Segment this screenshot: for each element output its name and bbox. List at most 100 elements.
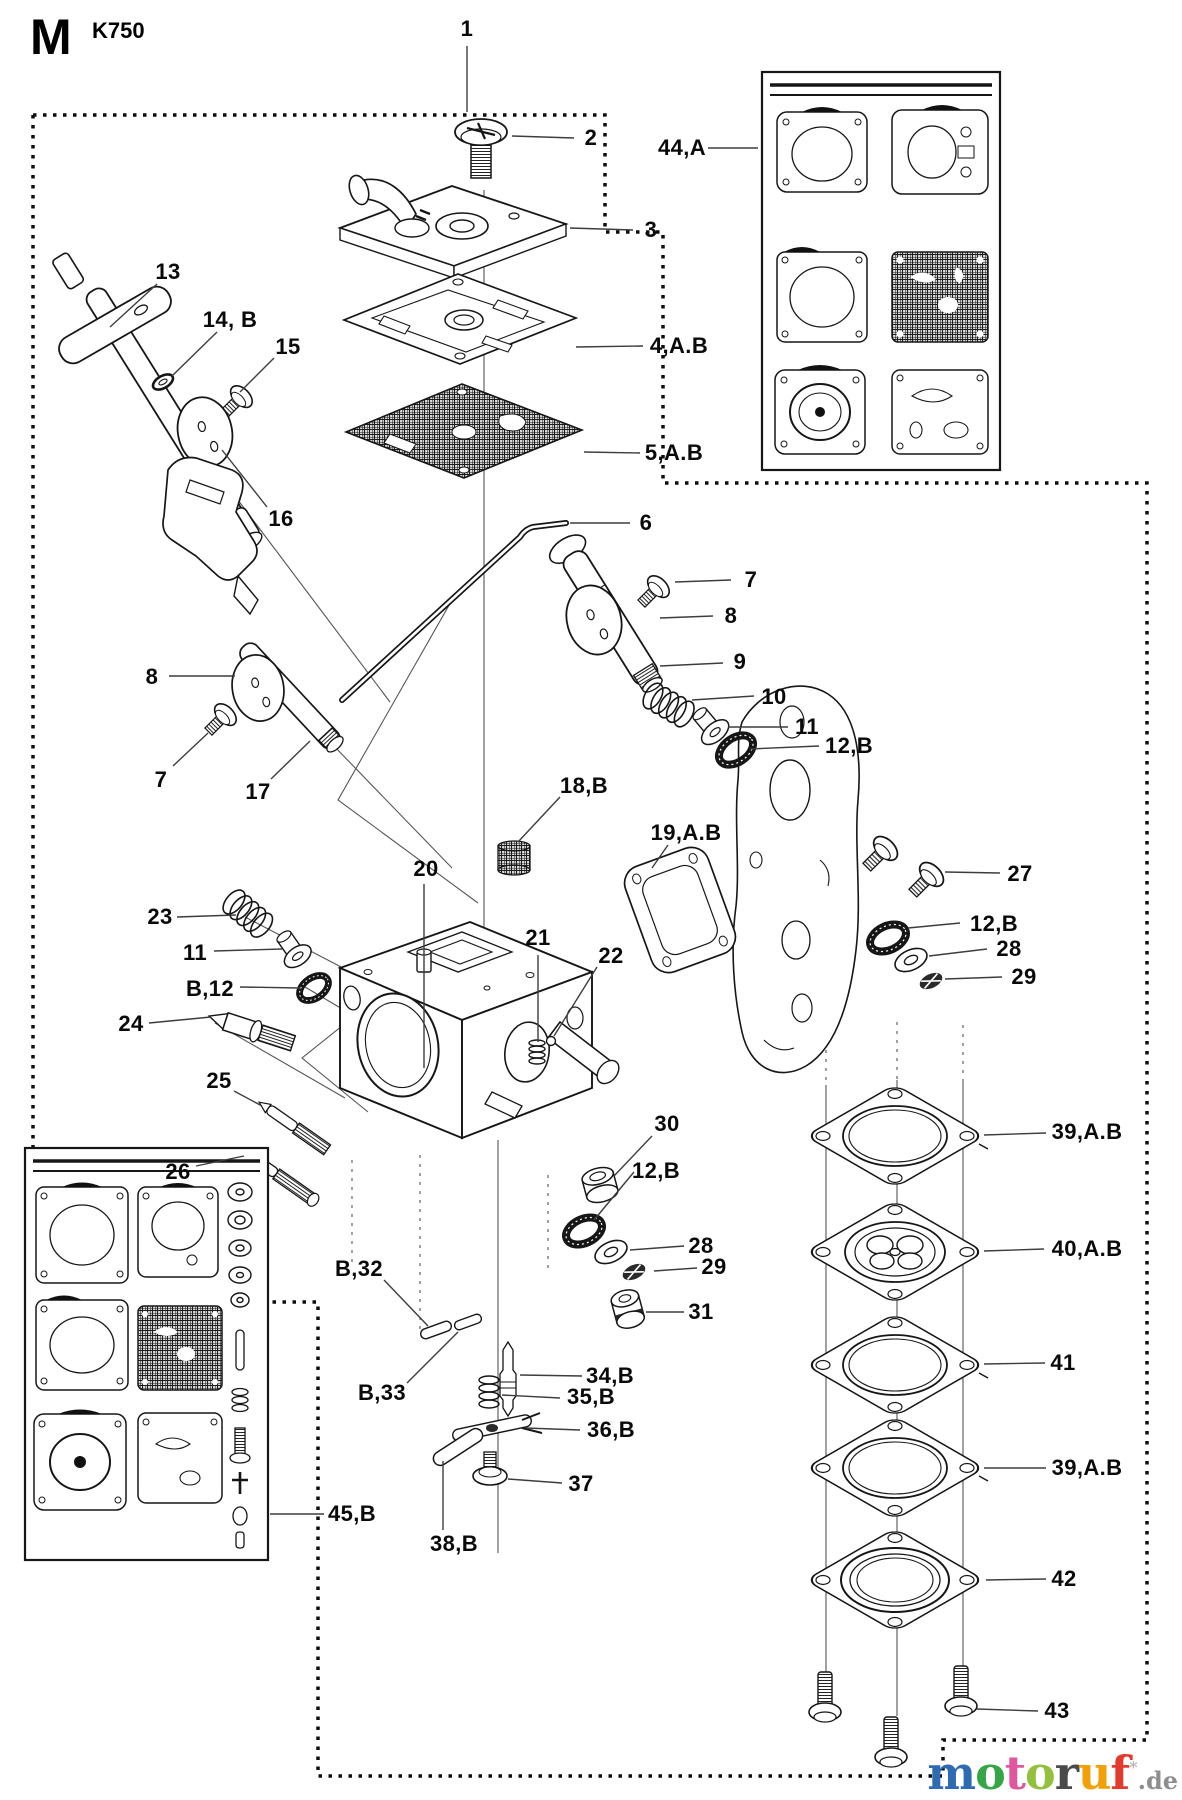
part-label-19ab: 19,A.B [650,820,722,845]
leader-line-12br2 [907,922,961,929]
leader-line-b33 [406,1331,459,1384]
part-label-27: 27 [1007,861,1033,886]
part-13-handle [58,285,172,365]
part-label-12br2: 12,B [969,911,1019,936]
part-21-spring [528,1039,546,1065]
part-label-11l: 11 [182,940,208,965]
leader-line-34b [519,1374,583,1377]
choke-lever-bracket [162,456,259,616]
part-label-39ab1: 39,A.B [1051,1119,1123,1144]
part-22-ball [545,1035,557,1047]
part-label-42: 42 [1051,1566,1077,1591]
leader-line-15 [239,357,275,393]
part-label-45b: 45,B [327,1501,377,1526]
part-31-valve [610,1289,646,1329]
leader-line-27 [944,871,1001,874]
part-label-1: 1 [460,16,474,41]
part-13-stub [52,252,85,290]
logo-letter: o [975,1746,1006,1800]
part-label-28r: 28 [996,936,1022,961]
part-label-5ab: 5,A.B [644,440,704,465]
leader-line-43 [976,1708,1039,1712]
leader-line-7l [172,732,209,767]
part-label-8r: 8 [724,603,738,628]
part-label-25: 25 [206,1068,232,1093]
leader-line-36b [525,1427,581,1431]
part-label-38b: 38,B [429,1531,479,1556]
leader-line-12bl [593,1171,635,1221]
leader-line-8r [659,615,714,619]
leader-line-37 [507,1478,563,1484]
part-25-screw [257,1101,332,1156]
leader-line-12br [749,745,820,750]
part-label-16: 16 [268,506,294,531]
part-24-inlet-needle [207,1011,297,1052]
part-34b-needle [499,1340,517,1418]
leader-line-24 [148,1016,212,1024]
part-label-44a: 44,A [657,135,707,160]
part-label-39ab2: 39,A.B [1051,1455,1123,1480]
part-35b-spring [478,1375,500,1409]
leader-line-7r [674,579,732,583]
leader-line-b12 [239,986,301,989]
part-label-29l: 29 [701,1254,727,1279]
part-label-30: 30 [654,1111,680,1136]
part-label-34b: 34,B [585,1363,635,1388]
part-label-23: 23 [147,904,173,929]
logo-suffix: .de [1137,1766,1178,1795]
leader-line-5ab [583,451,641,454]
part-label-24: 24 [118,1011,144,1036]
part-label-18b: 18,B [559,773,609,798]
kit-44a-box [760,70,1002,472]
leader-line-30 [613,1135,653,1177]
part-b33-pin [453,1313,483,1331]
leader-line-26 [195,1155,245,1167]
logo-letter: f [1110,1746,1130,1800]
motoruf-watermark: motoruf*.de [927,1750,1178,1796]
callout-leader-lines [109,46,1047,1712]
part-2-screw [454,118,508,179]
part-label-36b: 36,B [586,1417,636,1442]
section-letter: M [30,9,72,65]
part-label-15: 15 [275,334,301,359]
leader-line-22 [553,966,598,1037]
part-label-41: 41 [1050,1350,1076,1375]
logo-letter: r [1054,1746,1079,1800]
logo-letter: m [927,1746,976,1800]
part-label-12br: 12,B [824,733,874,758]
leader-line-4ab [575,345,644,348]
leader-line-29r [944,976,1003,980]
carburetor-body [337,920,620,1140]
leader-line-28l [629,1245,685,1251]
part-label-11r: 11 [794,714,820,739]
leader-line-39ab1 [983,1132,1047,1136]
part-label-14b: 14, B [202,307,258,332]
logo-star: * [1129,1757,1138,1777]
part-label-b32: B,32 [334,1256,384,1281]
part-37-screw [472,1451,508,1486]
leader-line-29l [653,1267,698,1272]
model-code: K750 [92,18,145,43]
part-label-20: 20 [413,856,439,881]
part-label-29r: 29 [1011,964,1037,989]
leader-line-13 [109,283,158,328]
part-30-plug [581,1166,619,1204]
part-label-21: 21 [525,925,551,950]
leader-line-19ab [651,844,669,869]
kit-45b-box [23,1146,270,1562]
leader-line-16 [221,449,268,508]
logo-letter: u [1077,1746,1111,1800]
part-label-35b: 35,B [566,1384,616,1409]
part-11-sleeve-left [276,930,312,969]
leader-line-18b [517,796,561,843]
part-5-diaphragm [343,383,585,479]
part-18b-filter-screen [497,840,531,876]
leader-line-17 [270,740,311,780]
part-label-31: 31 [688,1299,714,1324]
part-label-3: 3 [644,217,658,242]
part-label-2: 2 [584,125,598,150]
leader-line-11l [213,948,283,952]
